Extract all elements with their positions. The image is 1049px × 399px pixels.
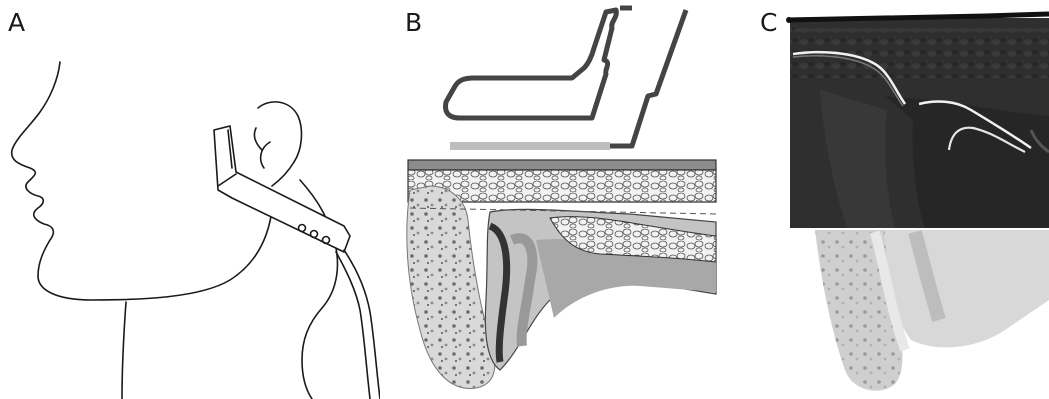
panel-b-cross-section: B <box>380 0 735 399</box>
ear-inner <box>261 142 270 168</box>
panel-c-label: C <box>760 8 777 37</box>
skin-layer <box>408 160 716 170</box>
panel-a-label: A <box>8 8 25 37</box>
ear-outline <box>258 102 301 186</box>
probe-body <box>214 126 350 252</box>
ultrasound-overlay-illustration <box>735 0 1049 399</box>
panel-c-ultrasound-overlay: C <box>735 0 1049 399</box>
bone-column <box>407 186 495 388</box>
cross-section-illustration <box>380 0 735 399</box>
panel-b-label: B <box>405 8 422 37</box>
faded-tissue <box>885 230 1049 347</box>
panel-a-face-probe: A <box>0 0 380 399</box>
probe-cable <box>336 252 370 399</box>
neck-front-line <box>122 302 126 399</box>
probe-outline <box>446 10 617 118</box>
face-probe-illustration <box>0 0 380 399</box>
